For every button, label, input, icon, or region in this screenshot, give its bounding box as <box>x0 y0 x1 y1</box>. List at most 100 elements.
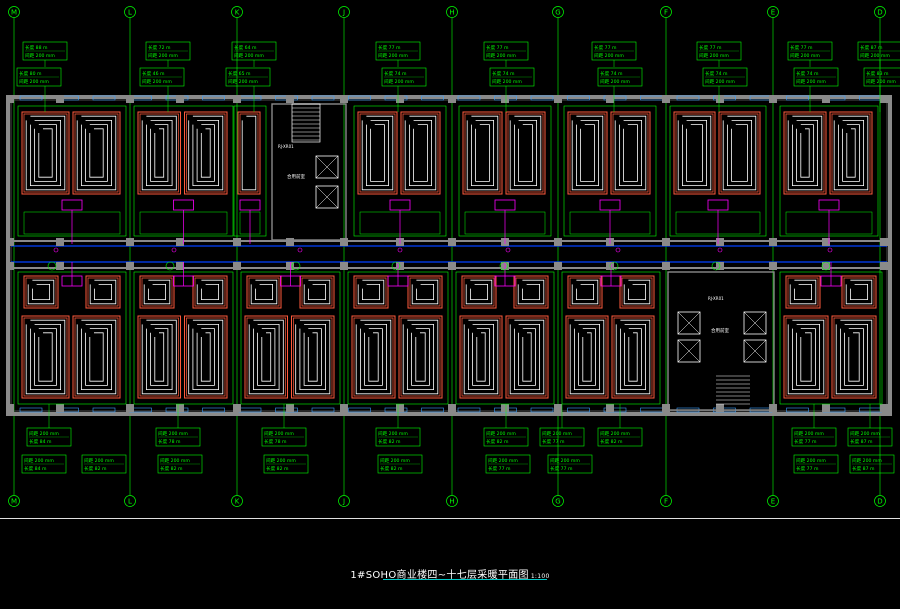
label-line-2: 间距 200 mm <box>600 78 630 85</box>
south-units <box>17 262 883 405</box>
manifold <box>61 199 83 211</box>
coil-loop <box>188 319 224 395</box>
heating-coil <box>237 111 261 195</box>
unit-north <box>353 105 447 244</box>
coil-outline <box>513 275 549 309</box>
riser-tag <box>821 261 831 271</box>
structural-column <box>56 404 64 412</box>
axis-bubble-top <box>231 6 243 18</box>
label-line-1: 长度 65 m <box>228 70 251 77</box>
elevator-cross <box>315 155 339 179</box>
riser-tag <box>609 261 619 271</box>
structural-column <box>880 238 888 246</box>
coil-loop <box>411 279 439 305</box>
room-label-pipe-shaft: RJ-XR01 <box>278 144 294 149</box>
corridor-tags <box>47 247 833 271</box>
heating-coil-small <box>85 275 121 309</box>
coil-outline <box>567 275 603 309</box>
axis-label-bottom: K <box>235 498 240 506</box>
axis-label-top: L <box>128 9 132 17</box>
heating-coil <box>829 111 873 195</box>
structural-column <box>396 95 404 103</box>
coil-return <box>239 113 259 193</box>
drawing-scale: 1:100 <box>530 573 550 580</box>
manifold <box>494 199 516 211</box>
label-line-2: 长度 78 m <box>158 438 181 445</box>
coil-label-top-2: 长度 74 m间距 200 mm <box>597 67 643 87</box>
coil-outline <box>139 275 175 309</box>
window-top <box>530 95 554 101</box>
unit-south <box>561 262 661 405</box>
coil-label-top-1: 长度 87 m间距 200 mm <box>857 41 900 61</box>
heating-coil <box>831 315 877 399</box>
label-line-2: 长度 82 m <box>266 465 289 472</box>
label-box <box>793 454 839 474</box>
label-line-2: 长度 82 m <box>380 465 403 472</box>
heating-coil-small <box>23 275 59 309</box>
unit-south <box>133 262 234 405</box>
heating-coil <box>351 315 396 399</box>
valve-symbol <box>615 247 621 253</box>
heating-coil <box>72 315 121 399</box>
label-box <box>547 454 593 474</box>
coil-return <box>359 113 396 193</box>
coil-loop <box>677 115 712 191</box>
coil-outline <box>462 111 503 195</box>
axis-label-top: M <box>11 9 17 17</box>
axis-bubble-bottom <box>446 495 458 507</box>
manifold <box>818 199 840 211</box>
structural-column <box>286 404 294 412</box>
axis-label-top: H <box>449 9 454 17</box>
coil-loop <box>845 279 873 305</box>
structural-column <box>176 262 184 270</box>
coil-outline <box>237 111 261 195</box>
coil-loop <box>357 279 385 305</box>
coil-loop <box>303 279 331 305</box>
label-line-1: 间距 200 mm <box>850 430 880 437</box>
label-line-1: 间距 200 mm <box>84 457 114 464</box>
coil-loop <box>835 319 873 395</box>
core-upper-wall <box>271 103 347 241</box>
coil-return <box>23 113 68 193</box>
label-box <box>377 454 423 474</box>
structural-column <box>340 95 348 103</box>
structural-column <box>6 238 14 246</box>
structural-column <box>880 95 888 103</box>
coil-loop <box>196 279 224 305</box>
elevator-shaft <box>677 311 701 335</box>
axis-bubble-top <box>8 6 20 18</box>
label-box <box>263 454 309 474</box>
coil-label-top-2: 长度 74 m间距 200 mm <box>702 67 748 87</box>
heating-coil <box>611 315 655 399</box>
coil-return <box>293 317 333 397</box>
elevator-shaft <box>315 185 339 209</box>
coil-outline <box>244 315 288 399</box>
coil-return <box>74 113 119 193</box>
heating-coil <box>21 111 70 195</box>
manifold <box>239 199 261 211</box>
axis-bubble-bottom <box>231 495 243 507</box>
axis-label-top: D <box>877 9 882 17</box>
structural-column <box>662 262 670 270</box>
label-line-2: 间距 200 mm <box>594 52 624 59</box>
unit-south <box>240 262 341 405</box>
coil-return <box>246 317 286 397</box>
coil-outline <box>137 111 181 195</box>
structural-column <box>233 404 241 412</box>
label-line-1: 间距 200 mm <box>550 457 580 464</box>
structural-column <box>769 95 777 103</box>
coil-loop <box>241 115 257 191</box>
structural-column <box>233 95 241 103</box>
unit-north <box>563 105 657 244</box>
label-line-2: 长度 77 m <box>488 465 511 472</box>
structural-column <box>6 95 14 103</box>
structural-column <box>56 262 64 270</box>
elevator-shaft <box>743 339 767 363</box>
window-top <box>676 95 700 101</box>
label-line-1: 长度 64 m <box>234 44 257 51</box>
elevator-cross <box>677 311 701 335</box>
coil-outline <box>459 315 503 399</box>
